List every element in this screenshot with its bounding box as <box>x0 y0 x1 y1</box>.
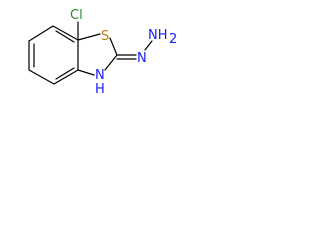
atom-n-ring: N <box>95 68 105 83</box>
atom-s: S <box>101 29 109 44</box>
atom-nh2-subscript: 2 <box>169 32 177 47</box>
benzene-ring <box>28 25 79 85</box>
thiazole-ring <box>77 33 118 76</box>
molecule-structure: Cl S N NH 2 N H <box>0 0 177 103</box>
structure-drawing: Cl S N NH 2 N H <box>28 8 177 97</box>
atom-n-hydrazine: N <box>137 51 147 66</box>
bond-c-n-double <box>116 54 137 60</box>
atom-h-ring: H <box>95 82 105 97</box>
atom-nh2: NH <box>148 28 168 43</box>
atom-cl: Cl <box>70 8 83 23</box>
bond-n-n <box>144 40 153 51</box>
